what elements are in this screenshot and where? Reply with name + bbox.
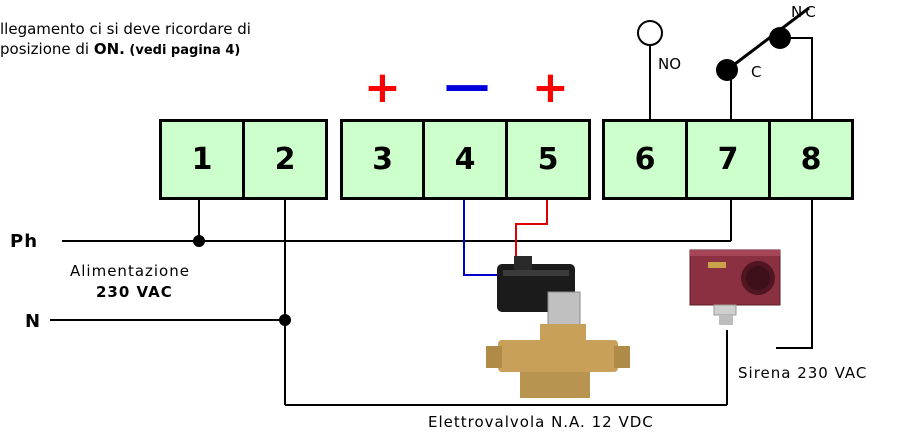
- power-label: Alimentazione: [70, 262, 190, 280]
- terminal-number: 4: [454, 142, 476, 177]
- terminal-4: 4: [422, 119, 508, 200]
- terminal-1: 1: [159, 119, 245, 200]
- terminal-8-to-siren-wire: [776, 200, 813, 349]
- plus-sign-right: +: [532, 62, 569, 113]
- valve-positive-wire: [515, 200, 548, 268]
- terminal-8: 8: [768, 119, 854, 200]
- relay-switch-arm: [726, 6, 810, 72]
- nc-contact-lead: [780, 37, 813, 119]
- note-on-label: ON.: [93, 40, 125, 58]
- valve-label: Elettrovalvola N.A. 12 VDC: [428, 413, 654, 431]
- nc-label: NC: [791, 3, 819, 21]
- solenoid-valve-device: [486, 256, 630, 398]
- terminal-7: 7: [685, 119, 771, 200]
- terminal-2: 2: [242, 119, 328, 200]
- terminal-3: 3: [340, 119, 425, 200]
- no-label: NO: [658, 55, 682, 73]
- siren-device: [689, 249, 781, 325]
- terminal-number: 2: [274, 142, 296, 177]
- siren-label: Sirena 230 VAC: [738, 364, 868, 382]
- terminal-number: 5: [537, 142, 559, 177]
- terminal-5: 5: [505, 119, 591, 200]
- power-voltage: 230 VAC: [96, 283, 173, 301]
- phase-label: Ph: [10, 231, 39, 252]
- minus-sign: —: [444, 58, 490, 112]
- neutral-label: N: [25, 311, 42, 332]
- terminal-number: 1: [191, 142, 213, 177]
- note-page-ref: (vedi pagina 4): [124, 43, 241, 58]
- terminal-number: 8: [800, 142, 822, 177]
- note-line-2: posizione di ON. (vedi pagina 4): [0, 39, 251, 61]
- terminal-number: 7: [717, 142, 739, 177]
- plus-sign-left: +: [364, 62, 401, 113]
- no-contact-circle: [637, 20, 663, 46]
- neutral-junction-dot: [279, 314, 291, 326]
- c-label: C: [751, 63, 763, 81]
- note-line-1: llegamento ci si deve ricordare di: [0, 20, 251, 38]
- phase-junction-dot: [193, 235, 205, 247]
- instruction-note: llegamento ci si deve ricordare di posiz…: [0, 19, 251, 61]
- terminal-number: 6: [634, 142, 656, 177]
- terminal-number: 3: [372, 142, 393, 177]
- valve-negative-wire: [463, 200, 512, 276]
- terminal-6: 6: [602, 119, 688, 200]
- note-line-2-prefix: posizione di: [0, 40, 94, 58]
